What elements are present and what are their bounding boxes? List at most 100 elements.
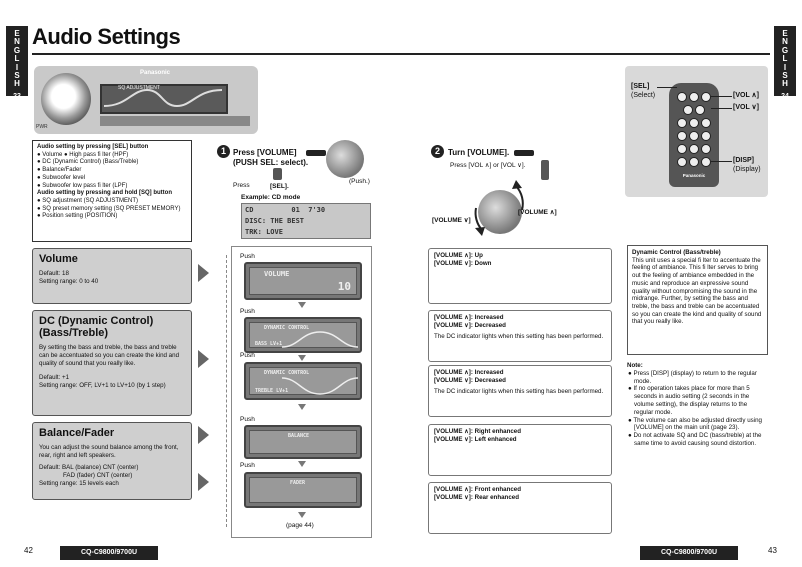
result-up: [VOLUME ∧]: Increased — [434, 369, 504, 376]
down-arrow-icon — [298, 302, 306, 308]
display-sub-text: TREBLE LV+1 — [255, 388, 289, 394]
push-label: Push — [240, 462, 255, 469]
press-label: Press — [233, 182, 250, 189]
result-up: [VOLUME ∧]: Up — [434, 252, 483, 259]
remote-button — [677, 144, 687, 154]
remote-sel-key: [SEL] — [631, 83, 650, 90]
remote-button — [701, 92, 711, 102]
page-reference: (page 44) — [286, 522, 314, 529]
dc-box: DC (Dynamic Control) (Bass/Treble) By se… — [32, 310, 192, 416]
language-tab-right: E N G L I S H 24 — [774, 26, 796, 100]
result-note: The DC indicator lights when this settin… — [434, 333, 604, 340]
result-down: [VOLUME ∨]: Decreased — [434, 322, 506, 329]
step-2-line1: Turn [VOLUME]. — [448, 148, 510, 157]
eq-curve-icon — [281, 377, 359, 395]
summary-item: ● SQ adjustment (SQ ADJUSTMENT) — [37, 197, 138, 204]
dc-description: By setting the bass and treble, the bass… — [39, 344, 180, 367]
lcd-line: TRK: LOVE — [245, 228, 283, 236]
remote-disp-label: [DISP](Display) — [733, 157, 761, 174]
head-unit-display-text: SQ ADJUSTMENT — [118, 85, 160, 91]
step-1-line1: Press [VOLUME] — [233, 148, 297, 157]
fader-default: FAD (fader) CNT (center) — [63, 472, 133, 479]
head-unit-power: PWR — [36, 124, 48, 130]
summary-item: ● Subwoofer low pass fi lter (LPF) — [37, 182, 128, 189]
treble-result-box: [VOLUME ∧]: Increased[VOLUME ∨]: Decreas… — [428, 365, 612, 417]
remote-button — [677, 92, 687, 102]
leader-line — [711, 108, 732, 109]
leader-line — [657, 87, 677, 88]
volume-box: Volume Default: 18 Setting range: 0 to 4… — [32, 248, 192, 304]
display-value: 10 — [337, 280, 351, 293]
language-tab-letters: E N G L I S H — [781, 29, 789, 89]
down-arrow-icon — [298, 512, 306, 518]
volume-up-label: [VOLUME ∧] — [518, 209, 557, 216]
result-down: [VOLUME ∨]: Decreased — [434, 377, 506, 384]
sel-label: [SEL]. — [270, 183, 289, 190]
head-unit-buttons — [100, 116, 250, 126]
volume-knob-image — [41, 73, 91, 125]
remote-button — [701, 131, 711, 141]
sel-button-icon — [273, 168, 282, 180]
remote-disp-desc: (Display) — [733, 165, 761, 173]
down-arrow-icon — [298, 461, 306, 467]
cd-mode-display: CD 01 7'30 DISC: THE BEST TRK: LOVE — [241, 203, 371, 239]
step-1-line2: (PUSH SEL: select). — [233, 157, 309, 167]
remote-sel-desc: (Select) — [631, 91, 656, 99]
note-item: ● If no operation takes place for more t… — [628, 385, 750, 416]
page-number-left: 42 — [24, 546, 33, 555]
settings-summary-box: Audio setting by pressing [SEL] button ●… — [32, 140, 192, 242]
result-up: [VOLUME ∧]: Front enhanced — [434, 486, 522, 493]
step-2-badge: 2 — [431, 145, 444, 158]
lcd-line: DISC: THE BEST — [245, 217, 305, 225]
title-rule — [32, 53, 770, 55]
result-note: The DC indicator lights when this settin… — [434, 388, 604, 395]
note-heading: Note: — [627, 362, 643, 369]
remote-volup-label: [VOL ∧] — [733, 92, 759, 101]
remote-button — [677, 157, 687, 167]
language-tab-page: 23 — [13, 92, 21, 100]
display-text: BALANCE — [288, 433, 310, 439]
language-tab-letters: E N G L I S H — [13, 29, 21, 89]
remote-button — [689, 131, 699, 141]
balance-default: Default: BAL (balance) CNT (center) — [39, 464, 139, 471]
remote-button — [683, 105, 693, 115]
push-caption: (Push.) — [349, 178, 370, 185]
push-label: Push — [240, 253, 255, 260]
step-1-badge: 1 — [217, 145, 230, 158]
volume-knob-icon — [514, 150, 534, 156]
balance-box: Balance/Fader You can adjust the sound b… — [32, 422, 192, 500]
step-2-alt: Press [VOL ∧] or [VOL ∨]. — [450, 162, 526, 169]
leader-line — [711, 161, 732, 162]
summary-heading: Audio setting by pressing and hold [SQ] … — [37, 190, 172, 197]
remote-button — [689, 92, 699, 102]
push-label: Push — [240, 352, 255, 359]
bass-result-box: [VOLUME ∧]: Increased[VOLUME ∨]: Decreas… — [428, 310, 612, 362]
volume-down-label: [VOLUME ∨] — [432, 217, 471, 224]
treble-display: DYNAMIC CONTROL TREBLE LV+1 — [244, 362, 362, 400]
remote-sel-label: [SEL](Select) — [631, 83, 655, 100]
volume-display: VOLUME 10 — [244, 262, 362, 300]
volume-heading: Volume — [39, 253, 78, 265]
result-down: [VOLUME ∨]: Down — [434, 260, 492, 267]
remote-vol-icon — [541, 160, 549, 180]
remote-button — [689, 118, 699, 128]
remote-button — [677, 131, 687, 141]
balance-description: You can adjust the sound balance among t… — [39, 444, 179, 459]
step-2-instruction: Turn [VOLUME]. — [448, 148, 509, 158]
result-up: [VOLUME ∧]: Right enhanced — [434, 428, 522, 435]
remote-disp-key: [DISP] — [733, 157, 754, 164]
down-arrow-icon — [298, 355, 306, 361]
rotate-arrows-icon — [474, 180, 524, 236]
example-label: Example: CD mode — [241, 194, 301, 201]
dc-heading: DC (Dynamic Control) (Bass/Treble) — [39, 315, 154, 339]
arrow-right-icon — [198, 426, 209, 444]
remote-button — [701, 157, 711, 167]
push-label: Push — [240, 308, 255, 315]
remote-button — [695, 105, 705, 115]
note-section: Note: ● Press [DISP] (display) to return… — [627, 362, 768, 448]
arrow-right-icon — [198, 264, 209, 282]
fader-display: FADER — [244, 472, 362, 508]
balance-range: Setting range: 15 levels each — [39, 480, 119, 487]
summary-heading: Audio setting by pressing [SEL] button — [37, 144, 149, 150]
remote-control-image: Panasonic — [669, 83, 719, 187]
